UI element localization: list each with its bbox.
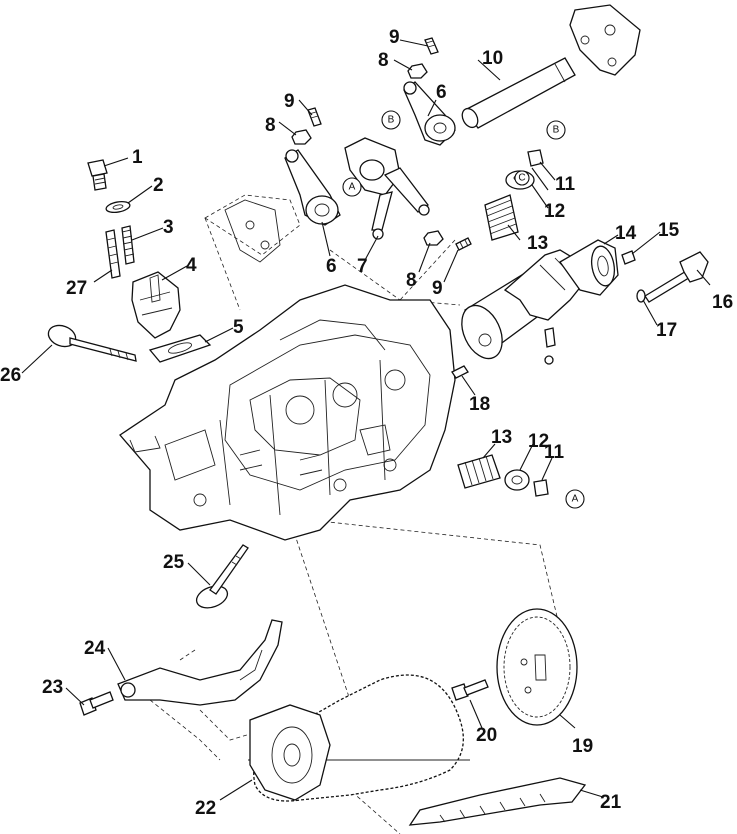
pin-15 xyxy=(621,250,636,265)
chain-tensioner-4 xyxy=(131,271,181,339)
exhaust-valve xyxy=(195,544,249,609)
keeper-11-top xyxy=(527,149,544,167)
pivot-bolt-23 xyxy=(79,691,114,716)
leader-lines xyxy=(21,39,711,801)
gasket-5 xyxy=(148,334,212,363)
callout-16: 16 xyxy=(712,292,733,313)
intake-valve xyxy=(47,324,137,362)
svg-text:C: C xyxy=(518,173,525,184)
dowel-pin-18 xyxy=(451,365,469,379)
cylinder-head xyxy=(119,284,456,541)
callout-6-right: 6 xyxy=(436,82,447,103)
callout-11-bottom: 11 xyxy=(544,442,565,463)
callout-14: 14 xyxy=(615,223,637,244)
callout-6-left: 6 xyxy=(326,256,337,277)
callout-3: 3 xyxy=(163,217,174,238)
callout-9-bottom: 9 xyxy=(432,278,443,299)
callout-labels: 1 2 3 4 5 6 6 7 8 8 8 9 9 9 10 11 11 12 … xyxy=(0,27,733,819)
callout-26: 26 xyxy=(0,365,21,386)
callout-7: 7 xyxy=(357,256,368,277)
rocker-shaft-10 xyxy=(461,57,576,129)
reference-marker-b-1: B xyxy=(381,110,401,130)
decompression-shaft-16 xyxy=(644,251,709,303)
callout-25: 25 xyxy=(163,552,185,573)
valve-spring-13-top xyxy=(484,194,519,241)
crank-sprocket xyxy=(249,704,331,801)
rocker-support-mid xyxy=(224,199,281,263)
reference-marker-a-1: A xyxy=(342,177,362,197)
callout-19: 19 xyxy=(572,736,593,757)
callout-1: 1 xyxy=(132,147,143,168)
callout-10: 10 xyxy=(482,48,503,69)
callout-8-left: 8 xyxy=(265,115,276,136)
svg-text:A: A xyxy=(349,182,356,193)
callout-17: 17 xyxy=(656,320,677,341)
callout-13-top: 13 xyxy=(527,233,548,254)
adjuster-screw-9-top xyxy=(424,37,439,55)
callout-8-top: 8 xyxy=(378,50,389,71)
washer-2 xyxy=(105,201,131,213)
callout-20: 20 xyxy=(476,725,497,746)
reference-marker-a-2: A xyxy=(565,489,585,509)
reference-marker-b-2: B xyxy=(546,120,566,140)
reference-marker-c: C xyxy=(514,170,530,186)
callout-15: 15 xyxy=(658,220,680,241)
svg-text:A: A xyxy=(572,494,579,505)
callout-11-top: 11 xyxy=(555,174,576,195)
valve-spring-13-bottom xyxy=(457,454,501,489)
callout-13-bottom: 13 xyxy=(491,427,512,448)
chain-guide-21 xyxy=(408,777,587,826)
sprocket-bolt-20 xyxy=(451,679,489,701)
cam-sprocket-19 xyxy=(496,608,578,726)
nut-8-bottom xyxy=(423,230,444,246)
rocker-support-top-right xyxy=(569,4,641,76)
callout-12-bottom: 12 xyxy=(528,431,549,452)
rocker-arm-6-left xyxy=(284,149,341,226)
adjuster-screw-9-left xyxy=(307,107,322,127)
bolt-1 xyxy=(87,159,108,191)
callout-5: 5 xyxy=(233,317,244,338)
nut-8-top xyxy=(407,63,428,79)
spring-3 xyxy=(121,225,135,265)
callout-22: 22 xyxy=(195,798,216,819)
keeper-11-bottom xyxy=(533,479,549,497)
callout-21: 21 xyxy=(600,792,622,813)
svg-text:B: B xyxy=(553,125,560,136)
camshaft-14 xyxy=(461,239,619,365)
callout-24: 24 xyxy=(84,638,106,659)
callout-12-top: 12 xyxy=(544,201,565,222)
adjuster-screw-9-bottom xyxy=(455,237,472,251)
callout-9-left: 9 xyxy=(284,91,295,112)
callout-2: 2 xyxy=(153,175,164,196)
svg-text:B: B xyxy=(388,115,395,126)
callout-4: 4 xyxy=(186,255,197,276)
stud-27 xyxy=(105,229,121,279)
callout-18: 18 xyxy=(469,394,490,415)
callout-8-bottom: 8 xyxy=(406,270,417,291)
tensioner-blade-24 xyxy=(117,619,283,706)
nut-8-left xyxy=(291,129,312,145)
callout-9-top: 9 xyxy=(389,27,400,48)
callout-23: 23 xyxy=(42,677,63,698)
clip-17 xyxy=(636,289,646,303)
retainer-12-bottom xyxy=(504,469,530,491)
callout-27: 27 xyxy=(66,278,87,299)
